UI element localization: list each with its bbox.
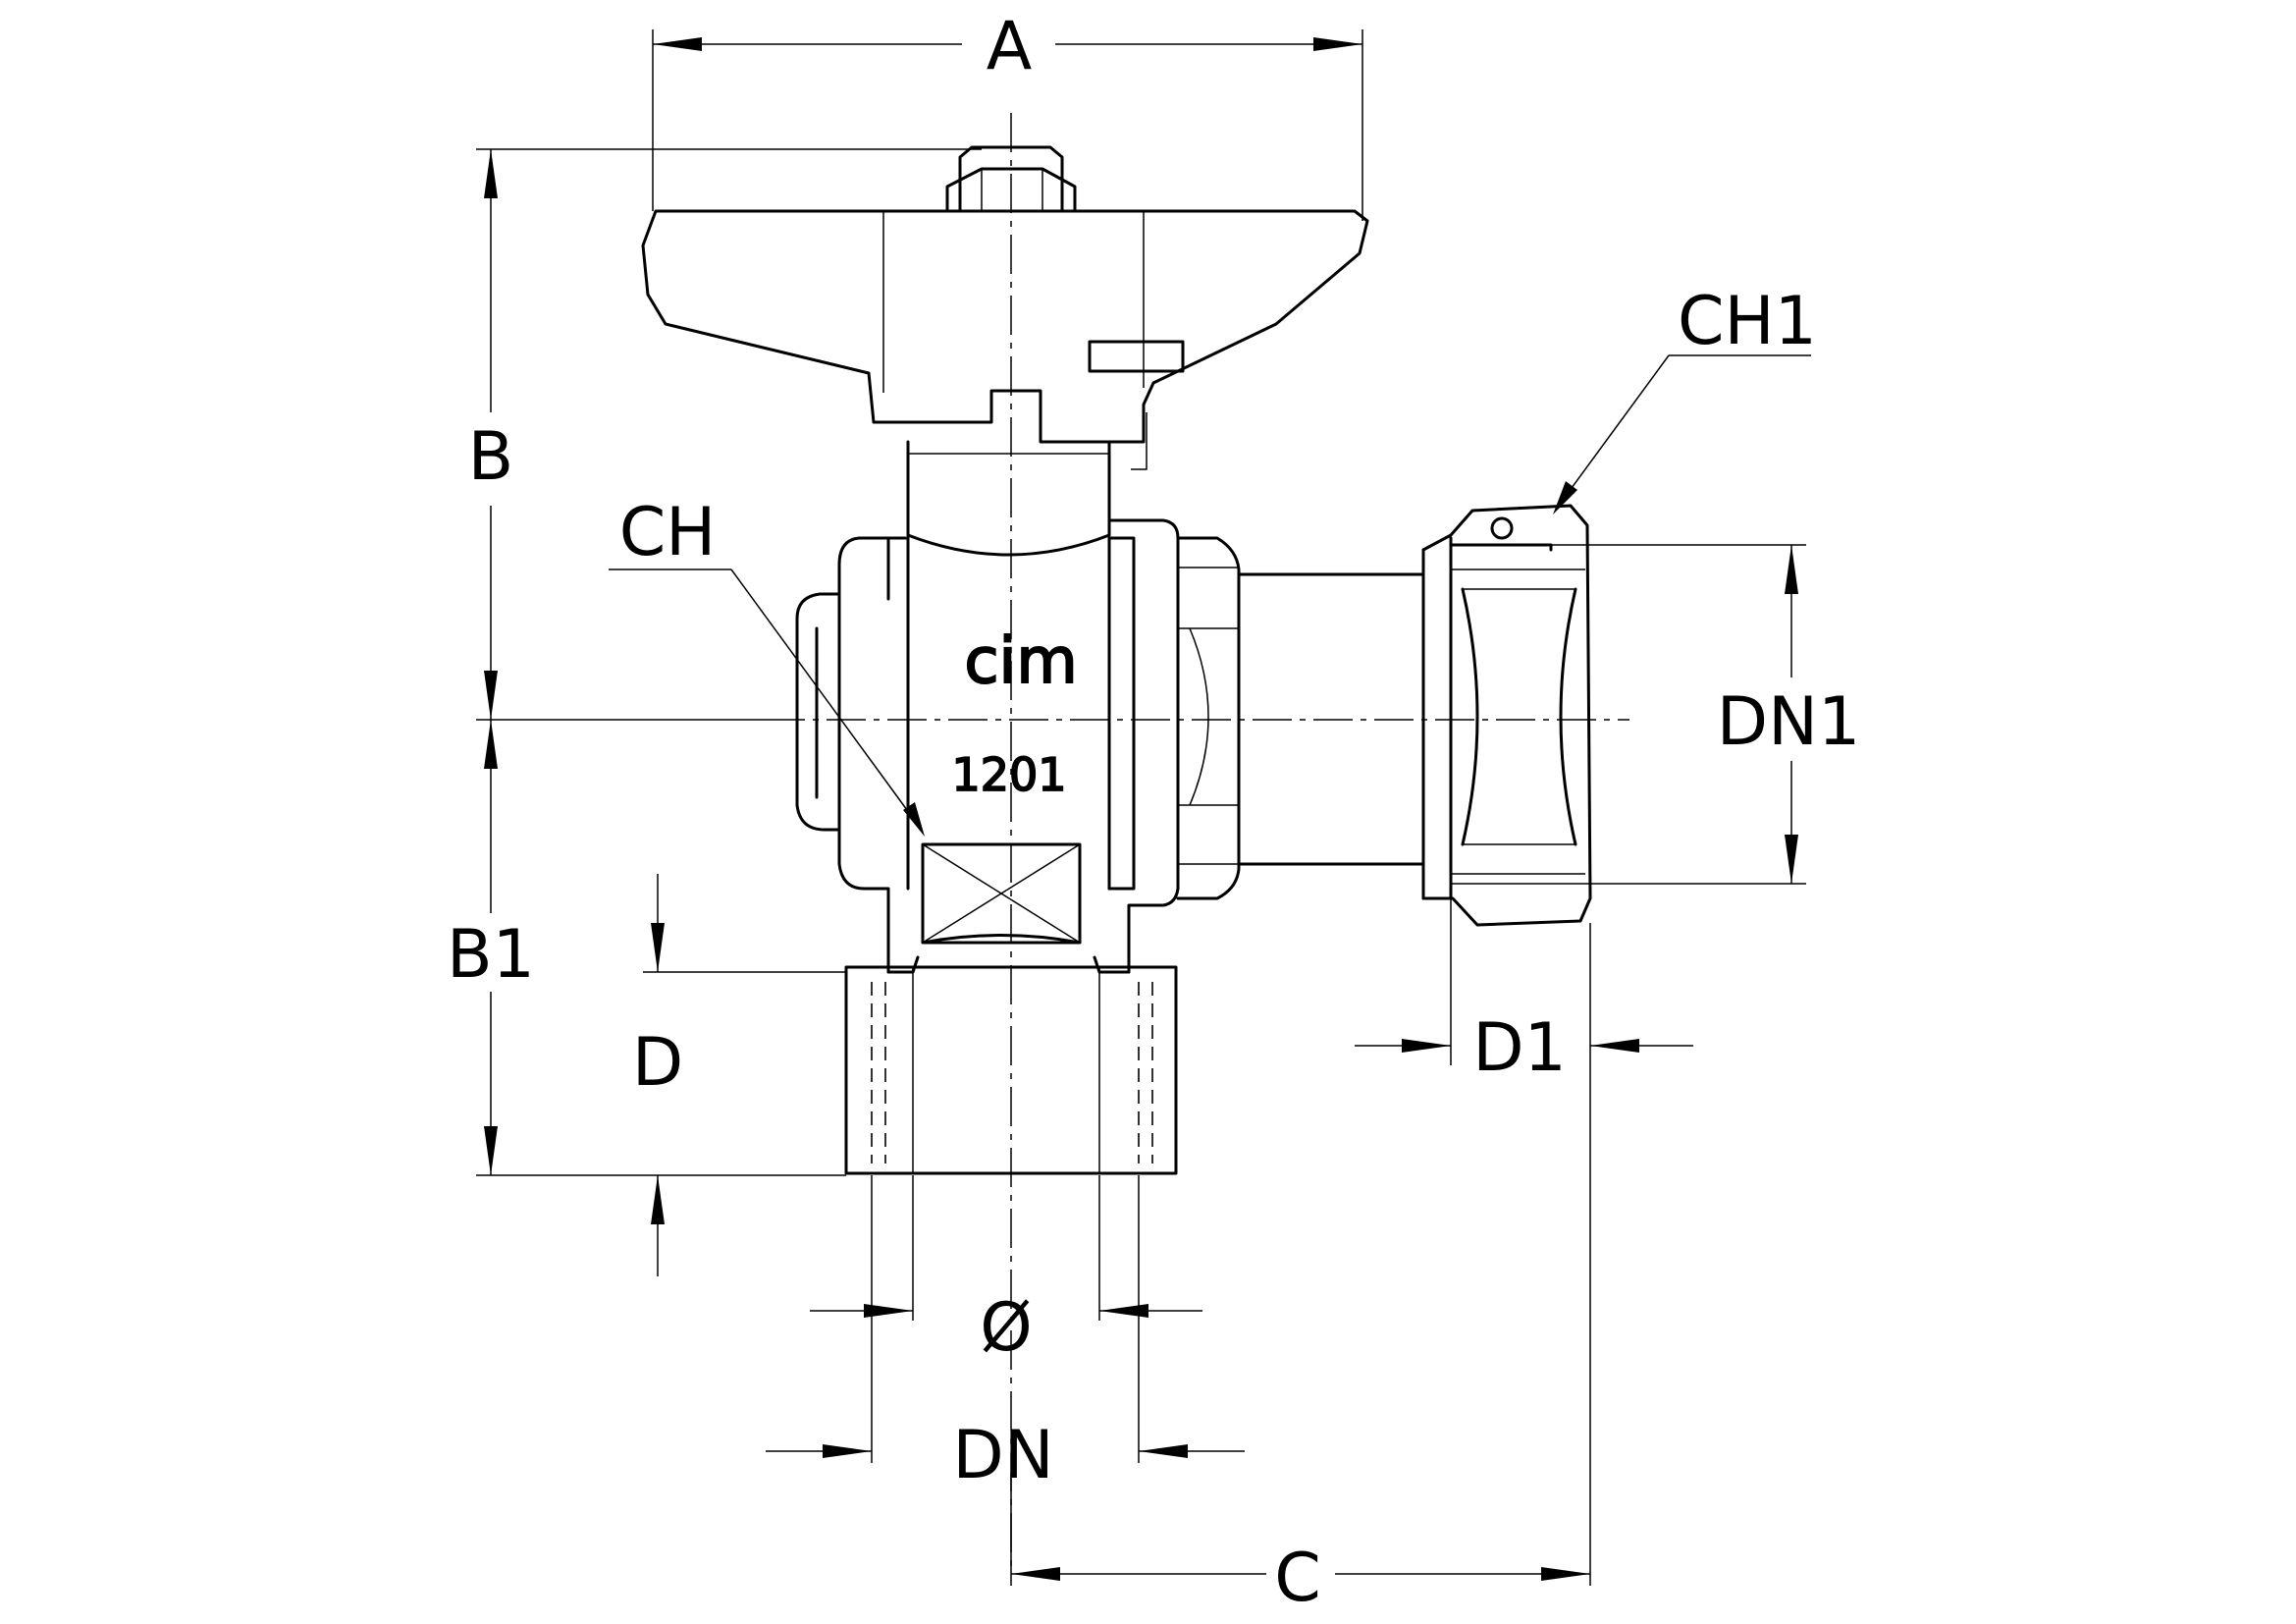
dimension-b: B <box>468 148 982 721</box>
lever-handle <box>641 209 1369 470</box>
leader-ch: CH <box>609 494 925 837</box>
brand-marking: cim <box>964 625 1077 698</box>
code-marking: 1201 <box>951 748 1066 801</box>
leader-ch1: CH1 <box>1553 283 1817 514</box>
side-tube <box>1237 572 1425 866</box>
label-c: C <box>1274 1540 1320 1617</box>
label-b1: B1 <box>447 916 535 994</box>
bottom-socket <box>844 955 1178 1175</box>
label-ch: CH <box>619 494 717 571</box>
dimension-diameter: Ø <box>810 1175 1202 1367</box>
dimension-dn1: DN1 <box>1585 544 1861 885</box>
union-nut <box>1421 504 1592 927</box>
body-marking: cim 1201 <box>951 624 1079 802</box>
label-a: A <box>987 8 1033 85</box>
valve-body <box>795 518 1180 974</box>
body-hex <box>1176 536 1241 900</box>
valve-stem <box>906 440 1111 537</box>
label-b: B <box>468 418 514 496</box>
label-d1: D1 <box>1472 1009 1567 1087</box>
dimension-d1: D1 <box>1355 898 1693 1087</box>
center-lines <box>766 113 1629 1571</box>
dimension-d: D <box>632 874 846 1276</box>
label-ch1: CH1 <box>1678 283 1817 360</box>
dimension-a: A <box>652 8 1363 221</box>
square-ch <box>921 842 1082 945</box>
label-dn1: DN1 <box>1717 683 1861 761</box>
dimension-dn: DN <box>766 1175 1245 1494</box>
handle-nut <box>945 145 1077 213</box>
dimension-b1: B1 <box>447 720 846 1176</box>
label-diameter: Ø <box>980 1289 1033 1367</box>
dimension-c: C <box>1010 923 1591 1617</box>
label-dn: DN <box>952 1417 1053 1494</box>
label-d: D <box>632 1024 683 1102</box>
